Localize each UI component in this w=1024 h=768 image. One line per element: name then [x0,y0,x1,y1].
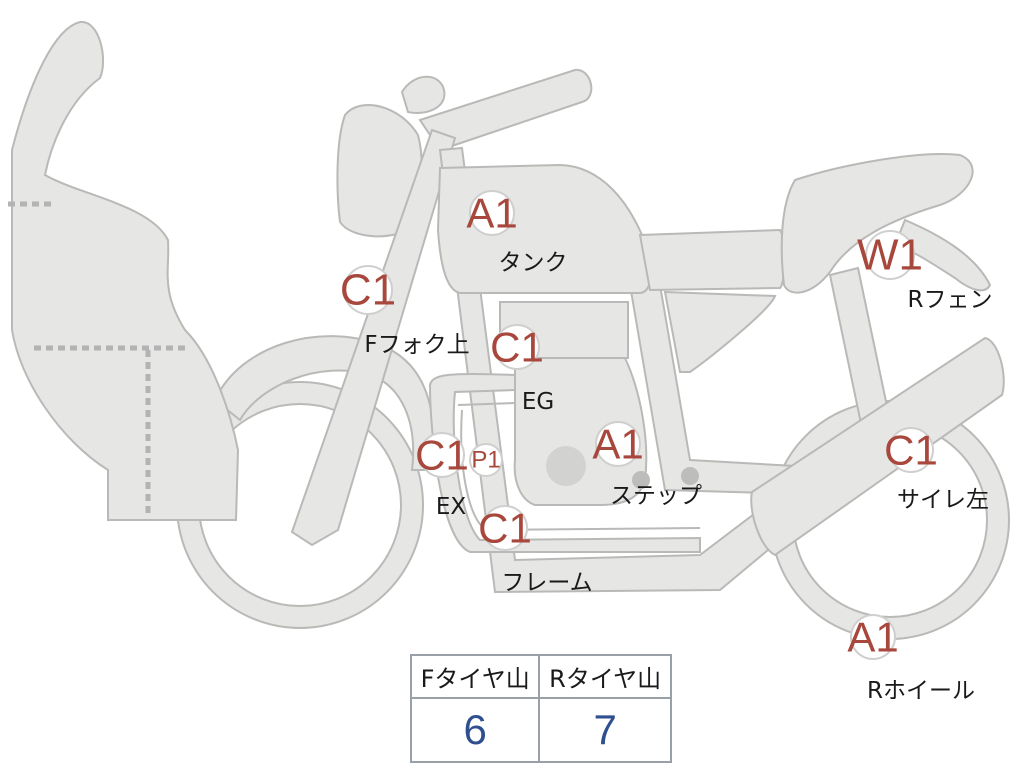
front-tire-tread-value: 6 [409,697,541,763]
svg-text:ステップ: ステップ [610,483,702,509]
footpeg-front [632,471,650,489]
marker-tank: A1 タンク [466,190,567,277]
svg-text:C1: C1 [415,432,469,479]
svg-text:A1: A1 [847,614,898,661]
svg-text:Fフォク上: Fフォク上 [364,332,469,358]
handlebar [418,68,593,152]
side-panel [663,290,777,373]
rear-tire-tread-value: 7 [538,697,672,763]
marker-exhaust: C1 EX [415,432,469,521]
svg-text:C1: C1 [884,427,938,474]
seat [780,153,974,294]
side-cover [638,228,786,292]
muffler [750,336,1005,557]
marker-rear-fender: W1 Rフェン [857,230,993,313]
svg-text:W1: W1 [857,231,923,280]
fairing [11,20,240,521]
svg-text:サイレ左: サイレ左 [897,487,989,513]
tire-tread-table: Fタイヤ山 Rタイヤ山 6 7 [409,654,672,763]
footpeg-rear [681,467,699,485]
svg-text:フレーム: フレーム [501,570,592,596]
engine-cover [546,446,586,486]
svg-text:C1: C1 [478,505,532,552]
rear-tire-tread-header: Rタイヤ山 [538,654,672,699]
exhaust-pipe-outer [428,372,701,553]
svg-text:A1: A1 [466,190,517,237]
svg-text:A1: A1 [592,421,643,468]
svg-text:Rフェン: Rフェン [908,287,993,313]
svg-text:C1: C1 [340,266,396,315]
marker-engine: C1 EG [490,324,554,416]
marker-frame: C1 フレーム [478,505,593,597]
marker-exhaust-p: P1 [469,443,503,477]
svg-text:C1: C1 [490,324,544,371]
rear-fender-shape [893,218,992,292]
front-fork-shape [290,128,457,547]
front-tire-tread-header: Fタイヤ山 [409,654,541,699]
svg-text:Rホイール: Rホイール [867,678,975,704]
marker-front-fork: C1 Fフォク上 [340,265,470,358]
marker-step: A1 ステップ [592,421,702,510]
svg-text:タンク: タンク [499,250,568,276]
mirror [400,75,446,114]
svg-text:P1: P1 [471,447,500,474]
marker-silencer: C1 サイレ左 [884,427,989,514]
svg-text:EX: EX [436,494,467,520]
svg-text:EG: EG [522,389,554,415]
marker-rear-wheel: A1 Rホイール [847,614,975,705]
